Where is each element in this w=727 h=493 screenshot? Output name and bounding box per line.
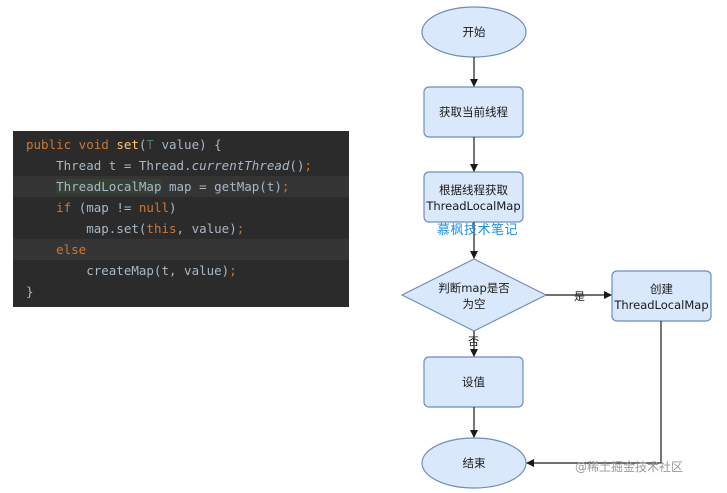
no-label: 否 — [468, 335, 479, 348]
code-token: T — [146, 137, 154, 152]
code-token: ThreadLocalMap — [56, 179, 162, 194]
code-line: } — [13, 281, 349, 302]
code-line: ThreadLocalMap map = getMap(t); — [13, 176, 349, 197]
get-map-label: 根据线程获取 ThreadLocalMap — [426, 183, 521, 213]
code-token: this — [146, 221, 177, 236]
code-token: if — [56, 200, 72, 215]
code-token: map.set( — [26, 221, 147, 236]
code-token: value) { — [153, 137, 222, 152]
code-token: set — [116, 137, 139, 152]
code-token: Thread t = Thread. — [26, 158, 192, 173]
code-token: } — [26, 284, 34, 299]
code-token: ( — [138, 137, 147, 152]
yes-label: 是 — [574, 290, 585, 303]
get-thread-label: 获取当前线程 — [439, 105, 508, 119]
create-map-label: 创建 ThreadLocalMap — [614, 282, 709, 312]
code-token: public void — [26, 137, 117, 152]
watermark-overlay: 慕枫技术笔记 — [437, 223, 519, 238]
code-line: createMap(t, value); — [13, 260, 349, 281]
watermark-corner: @稀土掘金技术社区 — [575, 460, 684, 474]
code-line: Thread t = Thread.currentThread(); — [13, 155, 349, 176]
set-value-label: 设值 — [462, 375, 485, 389]
code-line: public void set(T value) { — [13, 134, 349, 155]
code-token: else — [56, 242, 87, 257]
start-label: 开始 — [462, 25, 486, 39]
end-label: 结束 — [462, 456, 486, 470]
code-token: createMap(t, value) — [26, 263, 230, 278]
decision-label: 判断map是否 为空 — [438, 281, 510, 311]
code-token: null — [138, 200, 170, 215]
code-line: if (map != null) — [13, 197, 349, 218]
code-panel: public void set(T value) { Thread t = Th… — [13, 131, 349, 307]
code-token: (map != — [71, 200, 139, 215]
code-token: , value) — [176, 221, 237, 236]
code-token: ; — [304, 158, 313, 173]
code-token: ; — [236, 221, 245, 236]
code-token: ) — [169, 200, 177, 215]
code-token: map = getMap(t) — [161, 179, 282, 194]
edge-create-to-end — [526, 321, 662, 467]
code-line: map.set(this, value); — [13, 218, 349, 239]
code-token: ; — [229, 263, 237, 278]
code-token: ; — [281, 179, 290, 194]
code-token: currentThread — [191, 158, 290, 173]
code-line: else — [13, 239, 349, 260]
code-token: () — [289, 158, 305, 173]
